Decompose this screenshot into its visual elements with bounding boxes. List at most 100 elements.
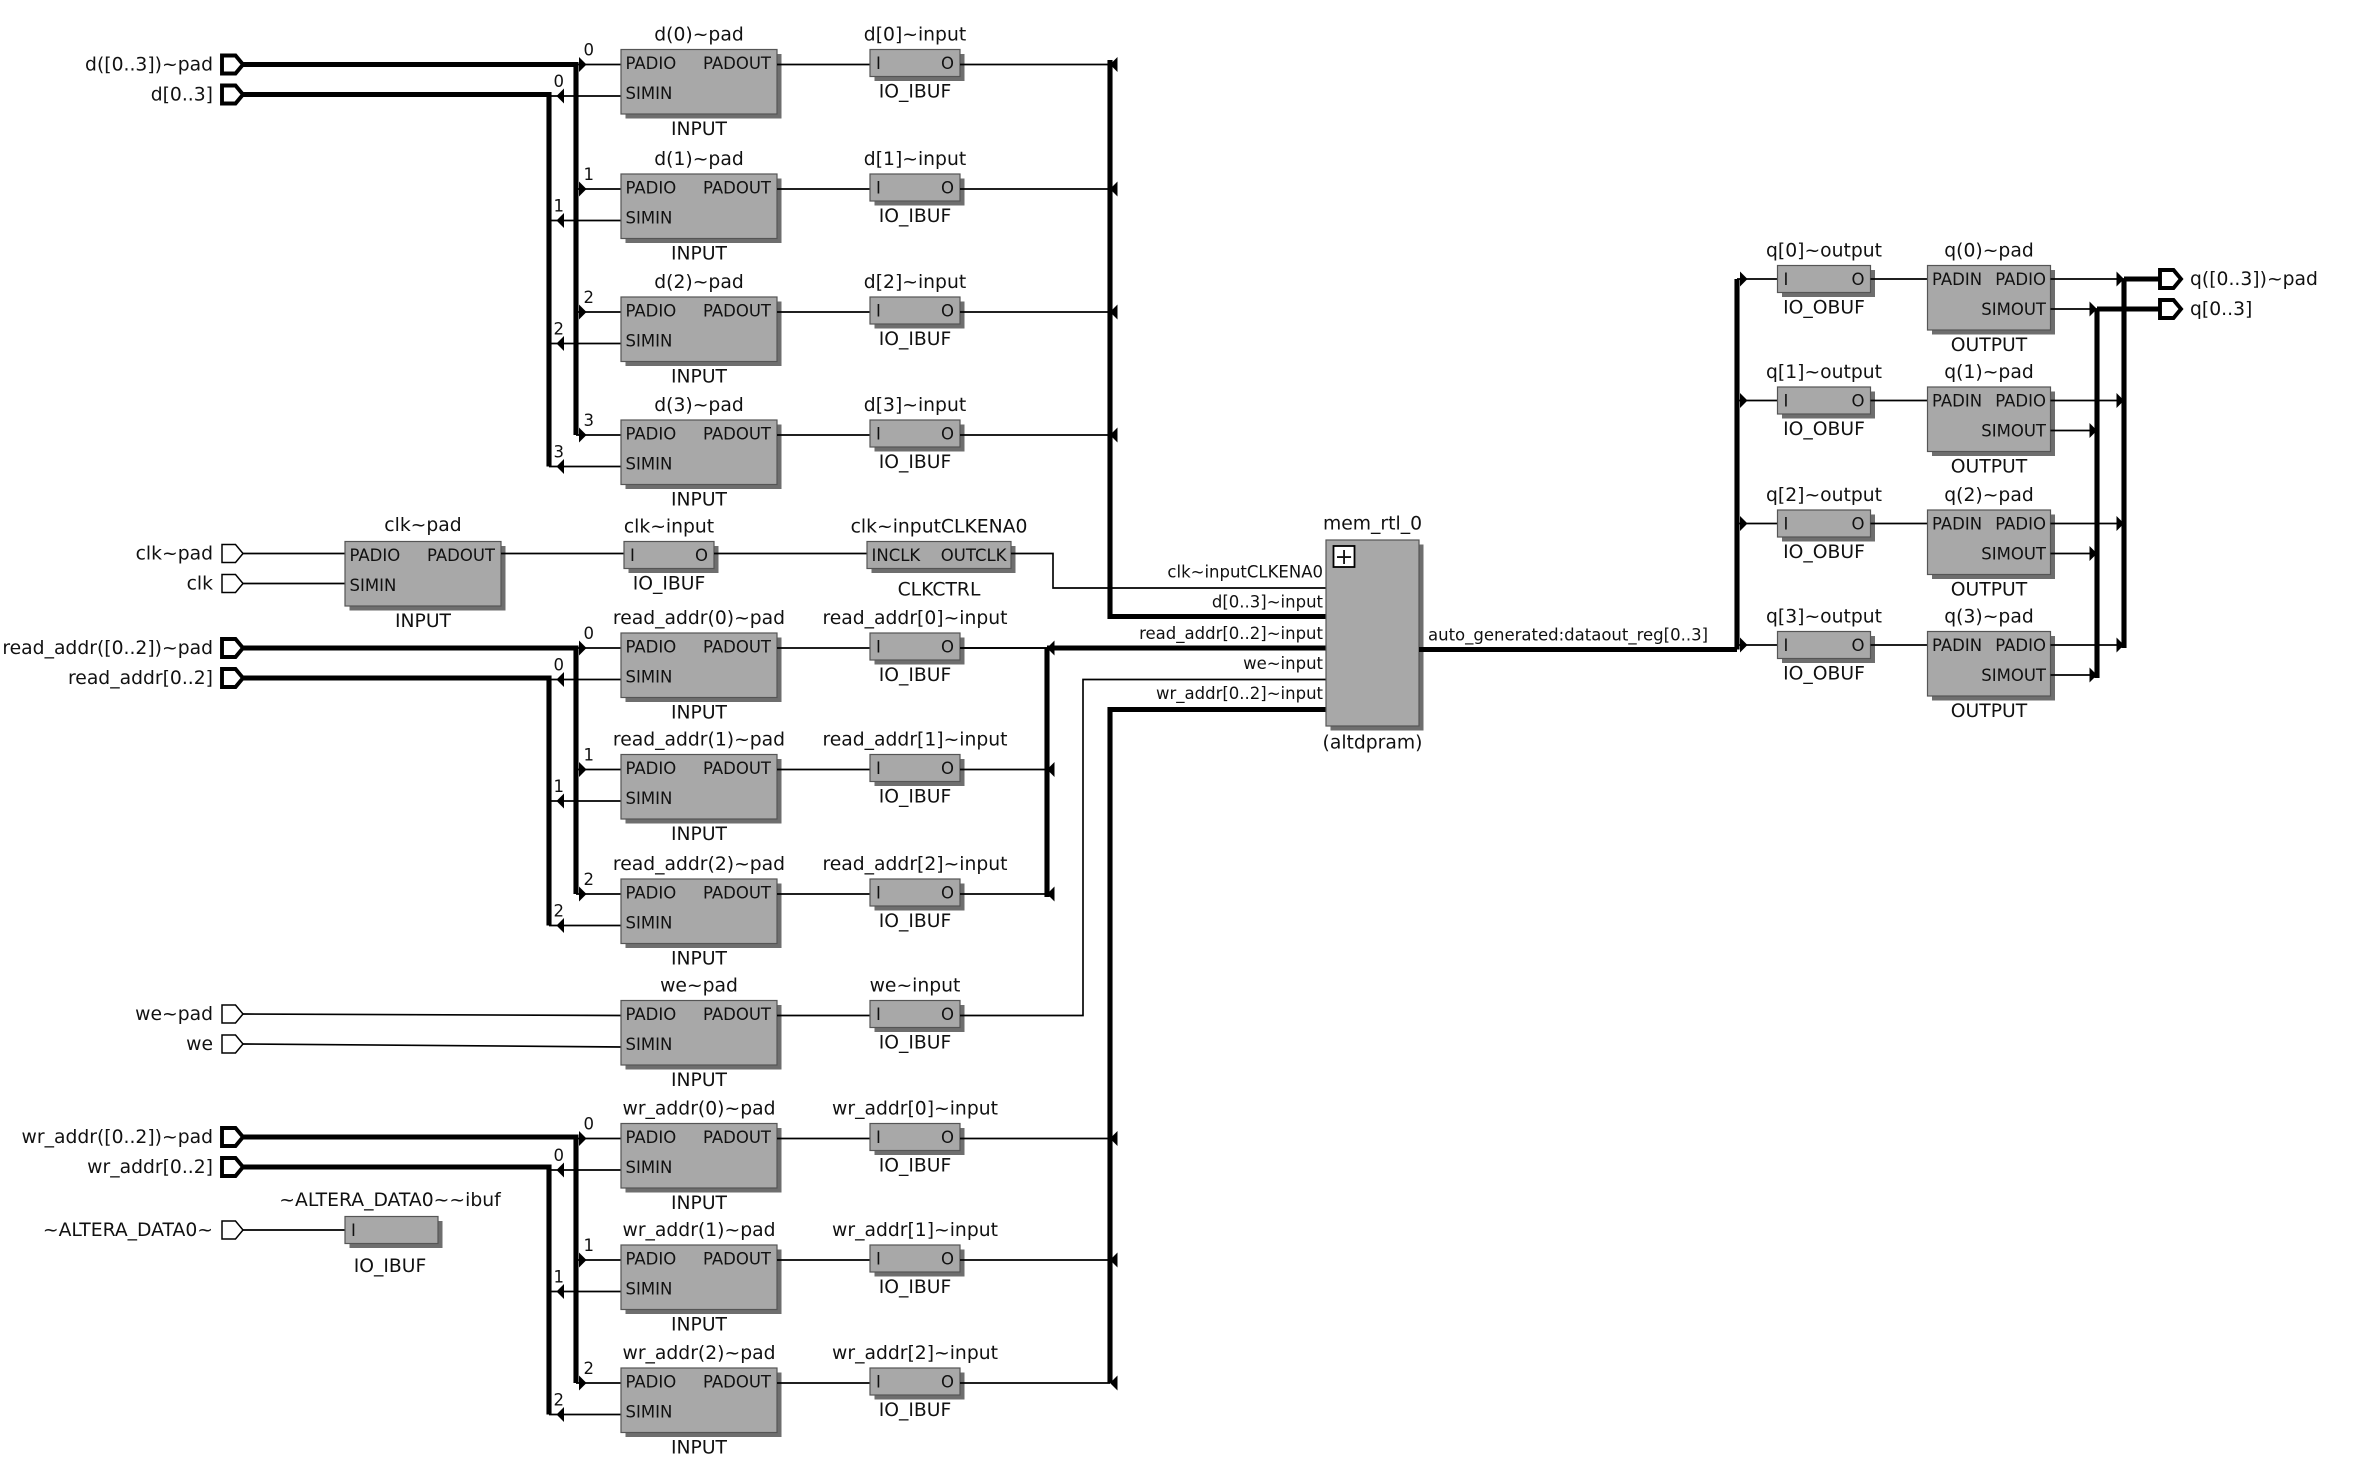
- wr_addr-pad-bus-port[interactable]: [220, 1126, 246, 1148]
- clk-ibuf-block[interactable]: [623, 540, 719, 574]
- q-pad-bus-port[interactable]: [2158, 268, 2184, 290]
- block-body: [344, 540, 502, 607]
- clkctrl-block-title: clk~inputCLKENA0: [851, 517, 1028, 538]
- out-padio-arrow-3: [2116, 637, 2124, 653]
- simin-pin-label: SIMIN: [626, 914, 673, 933]
- block-body: [1776, 386, 1872, 415]
- read_addr-ibuf-block-2-title: read_addr[2]~input: [822, 854, 1007, 875]
- wr_addr-pad-block-2-title: wr_addr(2)~pad: [623, 1343, 776, 1364]
- read_addr-pad-block-1[interactable]: [620, 753, 782, 824]
- padout-pin-label: PADOUT: [703, 1250, 772, 1269]
- mem-block[interactable]: [1325, 539, 1424, 731]
- read_addr-pad-block-0[interactable]: [620, 632, 782, 702]
- read_addr-pad-block-2-title: read_addr(2)~pad: [613, 854, 785, 875]
- clk-pad-block-title: clk~pad: [384, 515, 461, 536]
- padio-pin-label: PADIO: [1995, 515, 2046, 534]
- wr_addr-bus-port[interactable]: [220, 1156, 246, 1178]
- we-ibuf-block-0[interactable]: [869, 999, 965, 1033]
- wr_addr-simin-tap-arrow-0: [556, 1162, 564, 1178]
- d-ibuf-block-1[interactable]: [869, 173, 965, 206]
- ibuf-o-pin-label: O: [941, 1005, 954, 1024]
- simin-pin-label: SIMIN: [626, 332, 673, 351]
- d-pad-block-3[interactable]: [620, 419, 782, 489]
- out-simout-arrow-1: [2089, 423, 2097, 438]
- out-pad-block-1[interactable]: [1926, 386, 2056, 456]
- d-collect-arrow-3: [1110, 427, 1118, 443]
- read_addr-bus-port[interactable]: [220, 667, 246, 689]
- q-pad-bus-port-label: q([0..3])~pad: [2190, 269, 2318, 290]
- d-bus-port[interactable]: [220, 83, 246, 106]
- read_addr-pad-block-2[interactable]: [620, 878, 782, 948]
- obuf-block-1-type: IO_OBUF: [1783, 419, 1865, 440]
- q-bus-port[interactable]: [2158, 298, 2184, 320]
- d-ibuf-block-3[interactable]: [869, 419, 965, 452]
- d-simin-tap-arrow-3: [556, 459, 564, 474]
- d-padio-tap-arrow-0: [579, 57, 587, 72]
- d-pad-block-0-title: d(0)~pad: [654, 25, 743, 46]
- obuf-block-3[interactable]: [1776, 630, 1876, 664]
- wr_addr-pad-bus-port-label: wr_addr([0..2])~pad: [22, 1127, 213, 1148]
- wr_addr-pad-block-0[interactable]: [620, 1122, 782, 1193]
- out-pad-block-2[interactable]: [1926, 509, 2056, 579]
- wr_addr-pad-block-2[interactable]: [620, 1367, 782, 1437]
- block-body: [869, 999, 961, 1029]
- altera-data-port[interactable]: [221, 1220, 244, 1240]
- d-pad-block-1[interactable]: [620, 173, 782, 243]
- out-pad-block-1-type: OUTPUT: [1951, 457, 2028, 478]
- wr_addr-pad-block-1[interactable]: [620, 1244, 782, 1314]
- clk-port[interactable]: [221, 573, 244, 594]
- d-padio-tap-arrow-3: [579, 427, 587, 443]
- obuf-block-1[interactable]: [1776, 386, 1876, 419]
- ibuf-i-pin-label: I: [876, 179, 881, 198]
- wr_addr-padio-bit-0: 0: [584, 1115, 595, 1134]
- read_addr-ibuf-block-0[interactable]: [869, 632, 965, 665]
- obuf-block-2[interactable]: [1776, 509, 1876, 542]
- we-pad-port[interactable]: [221, 1004, 244, 1024]
- block-body: [1325, 539, 1420, 727]
- d-ibuf-block-2[interactable]: [869, 296, 965, 329]
- altera-ibuf-block[interactable]: [344, 1215, 443, 1249]
- wr_addr-padio-tap-arrow-0: [579, 1131, 587, 1146]
- out-pad-block-3[interactable]: [1926, 630, 2056, 701]
- obuf-block-0[interactable]: [1776, 264, 1876, 298]
- we-pad-block-0[interactable]: [620, 999, 782, 1070]
- obuf-block-3-title: q[3]~output: [1766, 607, 1882, 628]
- wr_addr-ibuf-block-2-title: wr_addr[2]~input: [832, 1343, 998, 1364]
- read_addr-pad-block-0-title: read_addr(0)~pad: [613, 608, 785, 629]
- simin-pin-label: SIMIN: [626, 84, 673, 103]
- wr-addr-collector-bus: [1107, 706, 1326, 1383]
- d-pad-block-2[interactable]: [620, 296, 782, 366]
- simout-pin-label: SIMOUT: [1981, 545, 2047, 564]
- padin-pin-label: PADIN: [1932, 515, 1982, 534]
- padio-pin-label: PADIO: [626, 1373, 677, 1392]
- wr_addr-ibuf-block-0[interactable]: [869, 1122, 965, 1156]
- wr_addr-ibuf-block-2[interactable]: [869, 1367, 965, 1400]
- padout-pin-label: PADOUT: [703, 1005, 772, 1024]
- read_addr-ibuf-block-1[interactable]: [869, 753, 965, 787]
- d-ibuf-block-2-title: d[2]~input: [864, 272, 966, 293]
- clk-pad-port[interactable]: [221, 543, 244, 564]
- clk-pad-block[interactable]: [344, 540, 506, 611]
- expand-icon[interactable]: [1332, 545, 1356, 568]
- we-port[interactable]: [221, 1034, 244, 1054]
- block-body: [866, 540, 1012, 570]
- d-ibuf-block-0[interactable]: [869, 48, 965, 82]
- read_addr-ibuf-block-2[interactable]: [869, 878, 965, 911]
- ibuf-i-pin-label: I: [876, 1373, 881, 1392]
- d-simin-tap-arrow-1: [556, 213, 564, 228]
- d-ibuf-block-0-type: IO_IBUF: [879, 82, 952, 103]
- read_addr-pad-bus-port[interactable]: [220, 637, 246, 659]
- block-body: [620, 632, 778, 699]
- d-pad-block-0[interactable]: [620, 48, 782, 119]
- out-pad-block-0[interactable]: [1926, 264, 2056, 335]
- mem-block-type: (altdpram): [1323, 733, 1423, 754]
- d-ibuf-block-3-title: d[3]~input: [864, 395, 966, 416]
- wr_addr-ibuf-block-1[interactable]: [869, 1244, 965, 1277]
- clkctrl-block[interactable]: [866, 540, 1016, 574]
- read_addr-collect-arrow-1: [1047, 762, 1055, 777]
- d-pad-block-2-type: INPUT: [671, 367, 728, 388]
- clk-ibuf-block-type: IO_IBUF: [633, 574, 706, 595]
- d-pad-bus-port[interactable]: [220, 53, 246, 76]
- d-padio-bit-0: 0: [584, 41, 595, 60]
